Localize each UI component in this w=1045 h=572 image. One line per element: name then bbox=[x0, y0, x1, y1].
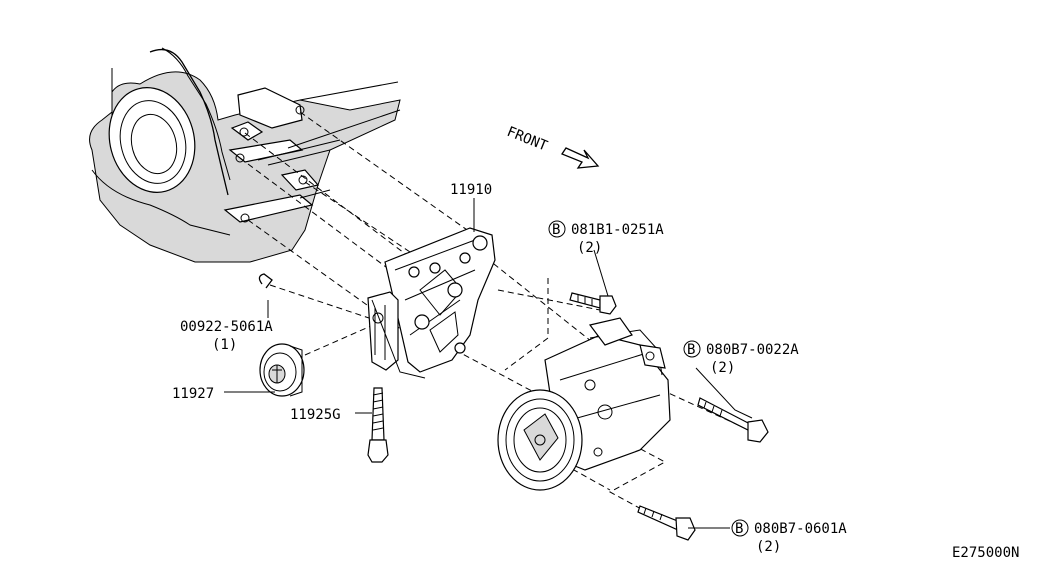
quantity-00922-5061a: (1) bbox=[212, 337, 237, 353]
bolt-symbol-icon bbox=[731, 519, 749, 537]
idler-pulley[interactable] bbox=[259, 343, 305, 397]
ac-compressor[interactable] bbox=[497, 317, 671, 491]
bolt-symbol-icon bbox=[548, 220, 566, 238]
retaining-clip[interactable] bbox=[258, 273, 273, 289]
callout-bracket: 11910 bbox=[450, 182, 492, 198]
callout-idler-pulley: 11927 bbox=[172, 386, 214, 402]
engine-block bbox=[89, 47, 401, 263]
adjust-bolt[interactable] bbox=[367, 387, 389, 463]
part-number-080b7-0022a: 080B7-0022A bbox=[706, 342, 799, 358]
front-label: FRONT bbox=[505, 124, 551, 155]
bolt-symbol-letter: B bbox=[687, 342, 695, 358]
diagram-code: E275000N bbox=[952, 545, 1019, 561]
callout-bolt-long: B 080B7-0022A (2) bbox=[683, 340, 799, 376]
bolt-symbol-letter: B bbox=[552, 222, 560, 238]
part-number-11910: 11910 bbox=[450, 182, 492, 198]
part-number-00922-5061a: 00922-5061A bbox=[180, 319, 273, 335]
part-number-11927: 11927 bbox=[172, 386, 214, 402]
quantity-081b1-0251a: (2) bbox=[577, 240, 602, 256]
leader-lines bbox=[224, 198, 753, 529]
callout-clip: 00922-5061A (1) bbox=[180, 319, 273, 353]
alternator-bracket[interactable] bbox=[367, 227, 496, 379]
quantity-080b7-0022a: (2) bbox=[710, 360, 735, 376]
callout-adjust-bolt: 11925G bbox=[290, 407, 341, 423]
part-number-11925g: 11925G bbox=[290, 407, 341, 423]
front-direction-indicator: FRONT bbox=[505, 124, 600, 169]
part-number-081b1-0251a: 081B1-0251A bbox=[571, 222, 664, 238]
bolt-symbol-letter: B bbox=[735, 521, 743, 537]
callout-bolt-lower: B 080B7-0601A (2) bbox=[731, 519, 847, 555]
bolt-081b1[interactable] bbox=[569, 292, 617, 315]
callout-bolt-upper: B 081B1-0251A (2) bbox=[548, 220, 664, 256]
quantity-080b7-0601a: (2) bbox=[756, 539, 781, 555]
bolt-symbol-icon bbox=[683, 340, 701, 358]
bolt-080b7-lower[interactable] bbox=[637, 505, 696, 541]
front-arrow-icon bbox=[561, 147, 600, 169]
part-number-080b7-0601a: 080B7-0601A bbox=[754, 521, 847, 537]
bolt-080b7-long[interactable] bbox=[697, 397, 769, 443]
